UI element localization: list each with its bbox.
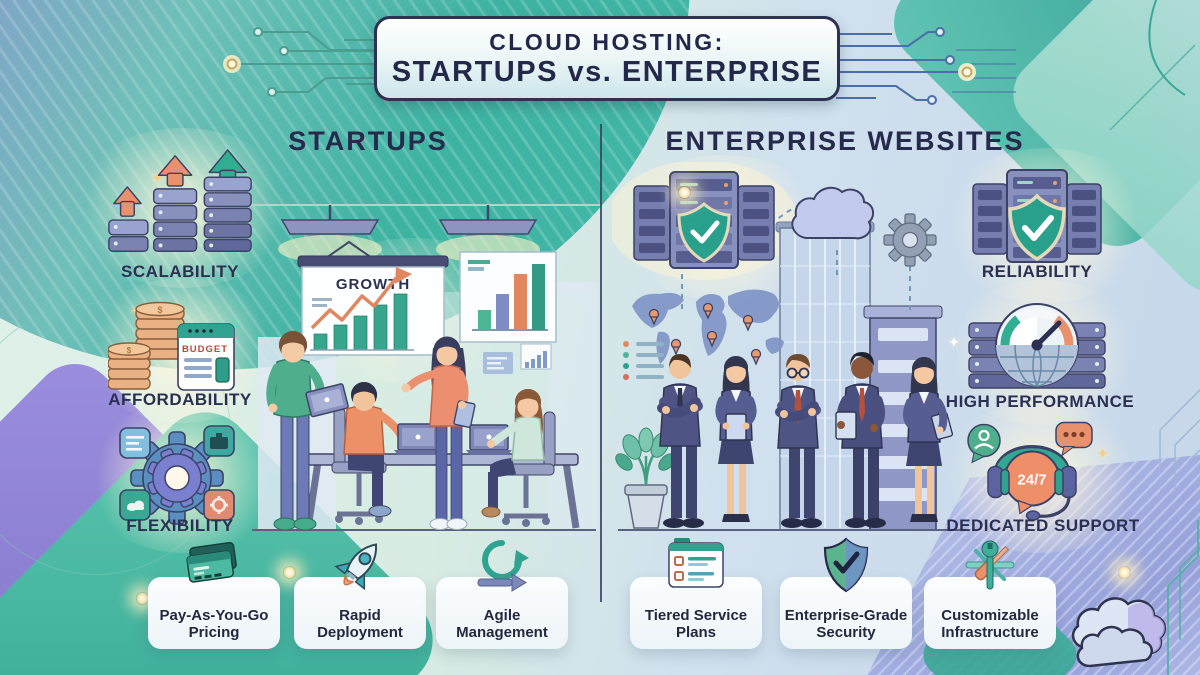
badge-label: Pay-As-You-Go Pricing <box>159 607 269 642</box>
legend-list <box>623 341 664 380</box>
badge-rapid-deployment: Rapid Deployment <box>294 543 426 649</box>
title-line1: CLOUD HOSTING: <box>489 29 725 55</box>
enterprise-heading: ENTERPRISE WEBSITES <box>665 126 1025 156</box>
column-divider <box>600 124 602 602</box>
badge-label: Agile Management <box>456 607 548 642</box>
budget-label: BUDGET <box>182 344 228 355</box>
glow-dot <box>136 592 149 605</box>
support-24-7-label: 24/7 <box>1017 472 1046 489</box>
badge-pay-as-you-go: Pay-As-You-Go Pricing <box>148 541 280 649</box>
person-businesswoman-tablet <box>715 356 757 522</box>
agile-cycle-icon <box>472 535 532 595</box>
circuit-lines-bottom-right <box>1167 520 1200 675</box>
glow-dot <box>1118 566 1131 579</box>
potted-plant <box>615 427 676 529</box>
feature-label-flexibility: FLEXIBILITY <box>126 516 234 535</box>
badge-label: Customizable Infrastructure <box>941 607 1039 642</box>
security-shield-icon <box>816 535 876 595</box>
feature-label-high-performance: HIGH PERFORMANCE <box>945 392 1135 411</box>
circuit-lines-left <box>223 27 380 97</box>
person-businessman-glasses <box>775 354 822 528</box>
support-headset-icon: 24/7 <box>967 421 1093 521</box>
person-sitting-woman <box>466 389 545 518</box>
circuit-lines-right <box>836 27 1016 105</box>
corner-curve-lines-top-right <box>1109 0 1196 130</box>
laptop <box>394 423 442 455</box>
world-map <box>632 289 784 364</box>
person-businessman-tablet <box>835 352 886 528</box>
badge-tiered-service-plans: Tiered Service Plans <box>630 538 762 649</box>
title-banner: CLOUD HOSTING: STARTUPS vs. ENTERPRISE <box>374 16 840 101</box>
credit-card-icon <box>184 535 244 595</box>
shield-server-icon <box>972 169 1102 263</box>
feature-label-scalability: SCALABILITY <box>121 262 239 281</box>
person-businessman-crossed-arms <box>657 354 704 528</box>
glow-dot <box>283 566 296 579</box>
clouds-decoration <box>1071 597 1167 668</box>
title-line2: STARTUPS vs. ENTERPRISE <box>391 56 823 88</box>
svg-text:$: $ <box>157 305 162 315</box>
feature-label-dedicated-support: DEDICATED SUPPORT <box>946 516 1140 535</box>
tablet <box>835 411 857 440</box>
sparkle-icon: ✦ <box>948 334 960 350</box>
feature-label-reliability: RELIABILITY <box>981 262 1093 281</box>
performance-gauge-icon <box>968 303 1106 389</box>
badge-customizable-infrastructure: Customizable Infrastructure <box>924 540 1056 649</box>
office-chair <box>497 411 556 527</box>
map-pins <box>648 302 762 366</box>
gear-icon <box>883 213 937 267</box>
feature-label-affordability: AFFORDABILITY <box>108 390 252 409</box>
badge-agile-management: Agile Management <box>436 540 568 649</box>
tiered-plans-icon <box>666 535 726 595</box>
cloud-icon <box>791 186 875 240</box>
rocket-icon <box>330 535 390 595</box>
server-scaling-icon <box>108 149 252 252</box>
bar-chart-board <box>459 251 557 343</box>
badge-label: Tiered Service Plans <box>644 607 748 642</box>
growth-board: GROWTH <box>297 240 449 356</box>
badge-enterprise-grade-security: Enterprise-Grade Security <box>780 537 912 649</box>
badge-label: Enterprise-Grade Security <box>784 607 908 642</box>
laptop <box>305 383 349 418</box>
enterprise-scene <box>612 162 964 531</box>
tools-icon <box>960 535 1020 595</box>
startup-team-scene: GROWTH <box>248 204 600 531</box>
coins-budget-icon: $ $ BUDGET <box>108 301 235 391</box>
badge-label: Rapid Deployment <box>317 607 403 642</box>
glow-dot <box>678 186 691 199</box>
startups-heading: STARTUPS <box>288 126 448 156</box>
chevron-lines-right <box>1159 389 1200 492</box>
svg-text:$: $ <box>127 346 132 355</box>
server-rack-shield <box>633 171 775 269</box>
